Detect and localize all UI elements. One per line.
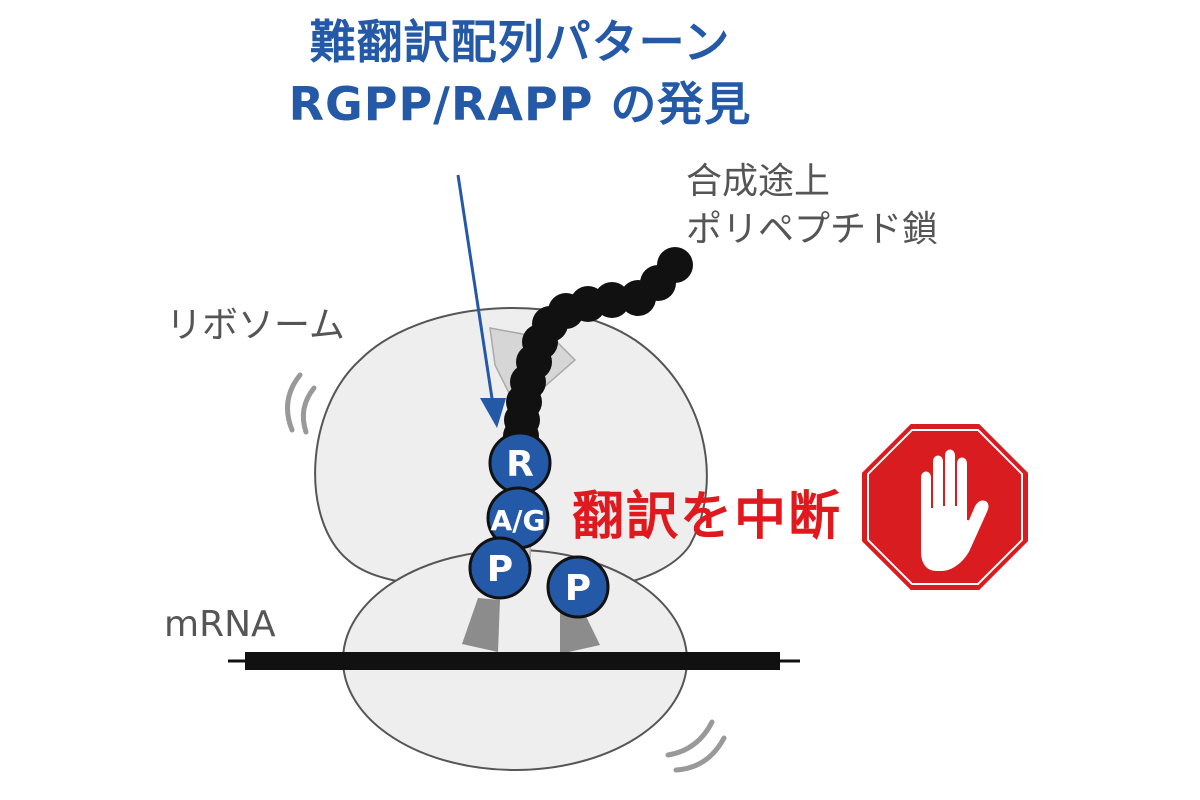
residue-r: R <box>488 431 552 495</box>
pointer-arrow-head <box>480 398 506 428</box>
pointer-arrow-line <box>456 174 495 406</box>
vibration-marks-left <box>285 372 317 435</box>
mrna-strand <box>245 652 780 670</box>
vibration-marks-right <box>665 719 727 773</box>
ribosome-label: リボソーム <box>166 305 345 346</box>
residue-p-1-label: P <box>487 549 513 590</box>
title-line-2: RGPP/RAPP の発見 <box>288 77 752 131</box>
residue-ag-label: A/G <box>491 504 546 537</box>
mrna-label: mRNA <box>164 604 276 645</box>
chain-bead <box>620 280 656 316</box>
residue-p-2-label: P <box>565 568 591 609</box>
trna-shape-left <box>462 598 500 652</box>
residue-ag: A/G <box>486 486 550 550</box>
residue-r-label: R <box>506 444 534 485</box>
title-line-1: 難翻訳配列パターン <box>309 15 731 69</box>
hand-icon <box>919 447 991 573</box>
residue-p-2: P <box>546 555 610 619</box>
residue-p-1: P <box>468 536 532 600</box>
nascent-chain-label-line-2: ポリペプチド鎖 <box>686 209 939 250</box>
nascent-chain-label-line-1: 合成途上 <box>686 161 831 202</box>
stop-translation-text: 翻訳を中断 <box>572 487 843 547</box>
stop-sign-icon <box>858 420 1032 594</box>
